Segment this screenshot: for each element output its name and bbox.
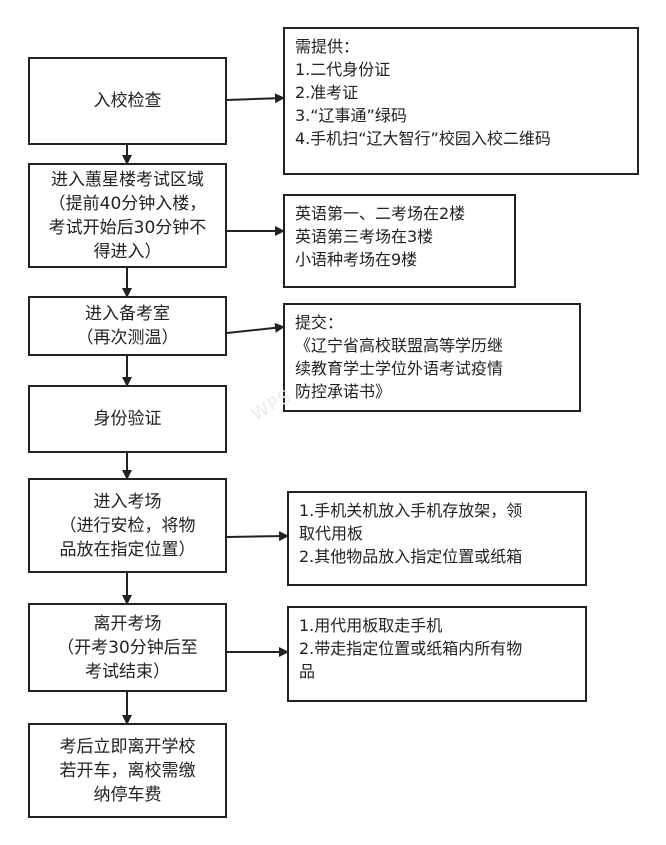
note-exam-room-floors: 英语第一、二考场在2楼 英语第三考场在3楼 小语种考场在9楼 <box>283 194 516 288</box>
note-5-line-2: 2.带走指定位置或纸箱内所有物 <box>299 639 523 658</box>
step-2-line-4: 得进入） <box>93 241 162 262</box>
arrow-step5-note4 <box>226 531 289 542</box>
step-5-line-2: （进行安检，将物 <box>59 515 196 536</box>
step-7-line-3: 纳停车费 <box>93 784 162 805</box>
step-2-line-2: （提前40分钟入楼， <box>48 193 207 214</box>
step-1-line-1: 入校检查 <box>93 91 162 111</box>
note-3-line-2: 《辽宁省高校联盟高等学历继 <box>295 336 504 355</box>
arrow-step1-note1 <box>226 93 285 104</box>
step-5-line-3: 品放在指定位置） <box>59 539 196 560</box>
step-6-line-1: 离开考场 <box>93 613 162 634</box>
step-5-line-1: 进入考场 <box>93 491 162 512</box>
step-enter-exam-room: 进入考场 （进行安检，将物 品放在指定位置） <box>28 478 227 573</box>
step-2-line-1: 进入蕙星楼考试区域 <box>51 169 204 190</box>
step-id-verification: 身份验证 <box>28 385 227 453</box>
step-6-line-2: （开考30分钟后至 <box>57 637 198 658</box>
note-2-line-3: 小语种考场在9楼 <box>295 250 418 269</box>
note-1-line-3: 2.准考证 <box>295 83 359 102</box>
note-phone-storage: 1.手机关机放入手机存放架，领 取代用板 2.其他物品放入指定位置或纸箱 <box>287 491 587 586</box>
note-4-line-3: 2.其他物品放入指定位置或纸箱 <box>299 547 523 566</box>
note-5-line-1: 1.用代用板取走手机 <box>299 616 443 635</box>
note-1-line-5: 4.手机扫“辽大智行”校园入校二维码 <box>295 129 551 148</box>
note-2-line-2: 英语第三考场在3楼 <box>295 227 434 246</box>
step-enter-exam-area: 进入蕙星楼考试区域 （提前40分钟入楼， 考试开始后30分钟不 得进入） <box>28 163 227 268</box>
note-2-line-1: 英语第一、二考场在2楼 <box>295 204 466 223</box>
note-3-line-4: 防控承诺书》 <box>295 382 392 401</box>
note-3-line-3: 续教育学士学位外语考试疫情 <box>295 359 504 378</box>
note-4-line-1: 1.手机关机放入手机存放架，领 <box>299 501 523 520</box>
note-1-line-2: 1.二代身份证 <box>295 60 391 79</box>
step-prep-room: 进入备考室 （再次测温） <box>28 296 227 356</box>
step-7-line-2: 若开车，离校需缴 <box>59 760 196 781</box>
step-4-line-1: 身份验证 <box>93 409 162 429</box>
note-required-documents: 需提供： 1.二代身份证 2.准考证 3.“辽事通”绿码 4.手机扫“辽大智行”… <box>283 27 639 175</box>
note-1-line-1: 需提供： <box>295 37 360 56</box>
step-7-line-1: 考后立即离开学校 <box>59 736 196 757</box>
arrow-step3-note3 <box>226 322 285 334</box>
note-3-line-1: 提交： <box>295 313 344 332</box>
note-5-line-3: 品 <box>299 662 316 681</box>
step-leave-exam-room: 离开考场 （开考30分钟后至 考试结束） <box>28 603 227 692</box>
step-2-line-3: 考试开始后30分钟不 <box>48 217 207 238</box>
step-3-line-1: 进入备考室 <box>85 304 170 324</box>
step-leave-campus: 考后立即离开学校 若开车，离校需缴 纳停车费 <box>28 723 227 818</box>
note-4-line-2: 取代用板 <box>299 524 364 543</box>
step-3-line-2: （再次测温） <box>76 328 179 348</box>
note-submit-commitment: 提交： 《辽宁省高校联盟高等学历继 续教育学士学位外语考试疫情 防控承诺书》 <box>283 303 581 412</box>
step-6-line-3: 考试结束） <box>85 661 170 682</box>
step-campus-check: 入校检查 <box>28 57 227 145</box>
note-collect-belongings: 1.用代用板取走手机 2.带走指定位置或纸箱内所有物 品 <box>287 606 587 702</box>
note-1-line-4: 3.“辽事通”绿码 <box>295 106 407 125</box>
